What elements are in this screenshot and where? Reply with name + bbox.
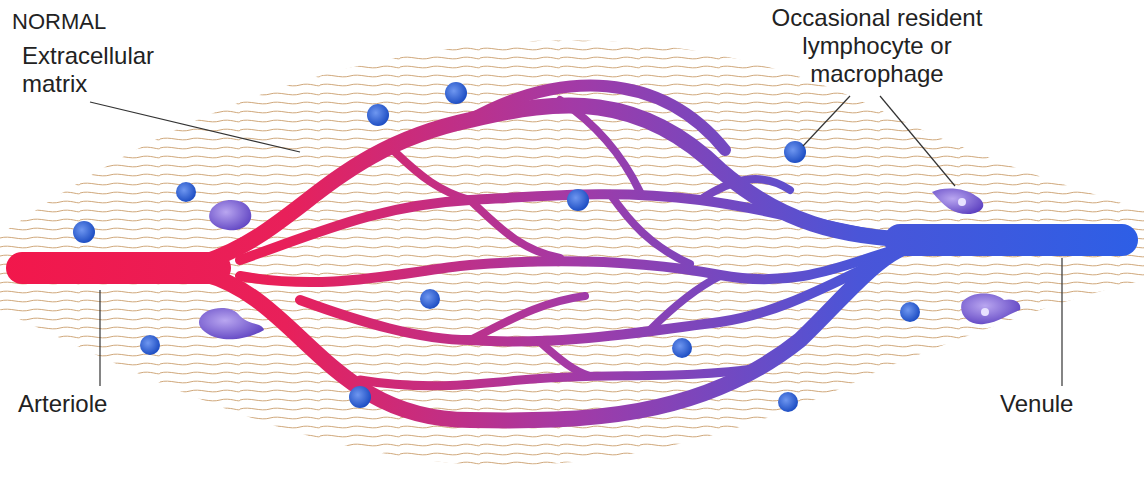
matrix-fibers <box>0 40 1144 465</box>
arteriole-label: Arteriole <box>18 390 178 418</box>
capillary-network <box>22 86 1122 421</box>
matrix-label-text: Extracellular matrix <box>22 42 154 97</box>
arteriole-label-text: Arteriole <box>18 390 107 417</box>
leader-lines <box>90 96 1062 386</box>
macrophages <box>199 189 1020 340</box>
diagram-title-text: NORMAL <box>12 9 106 34</box>
matrix-label: Extracellular matrix <box>22 42 192 98</box>
venule-label-text: Venule <box>1000 390 1073 417</box>
venule-label: Venule <box>1000 390 1130 418</box>
cell-label: Occasional resident lymphocyte or macrop… <box>752 4 1002 88</box>
diagram-title: NORMAL <box>12 8 212 36</box>
cell-label-text: Occasional resident lymphocyte or macrop… <box>772 4 983 87</box>
lymphocytes <box>73 82 920 412</box>
